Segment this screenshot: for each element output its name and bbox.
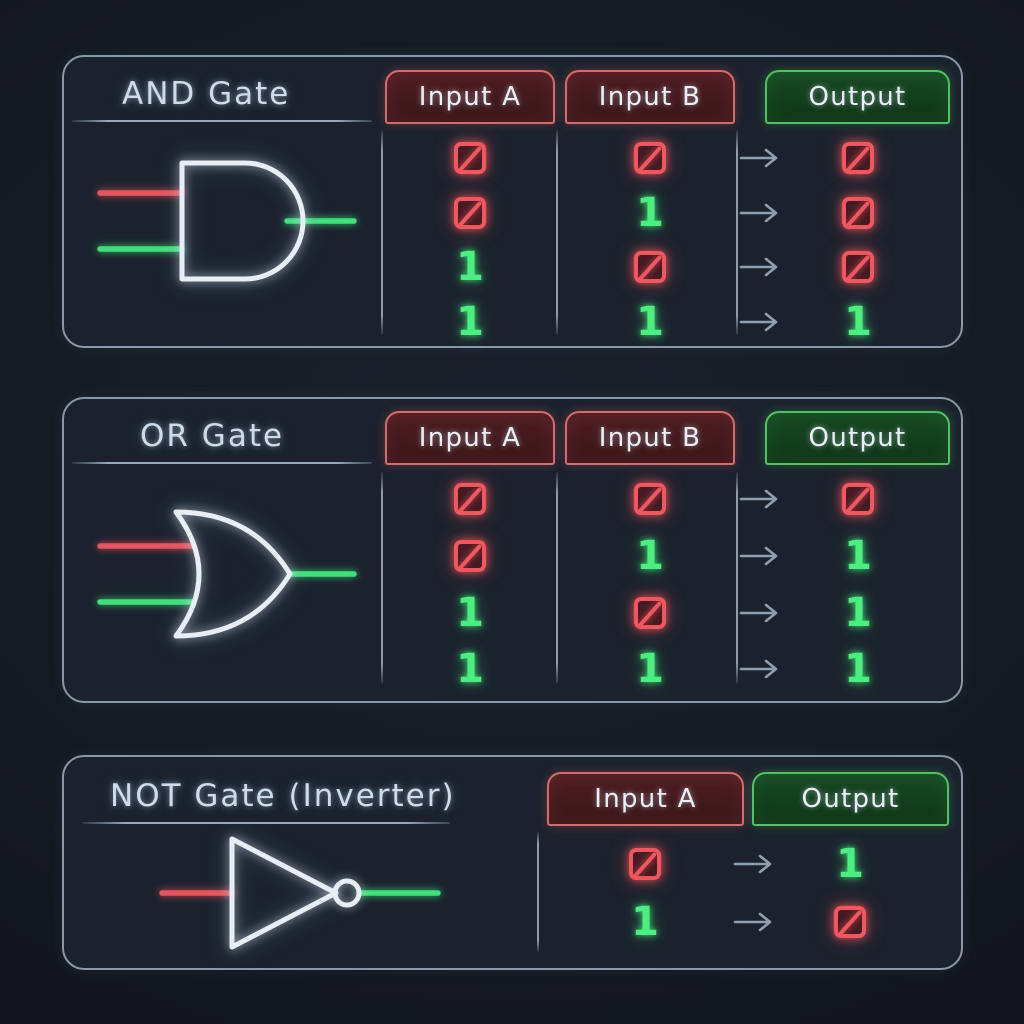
not-arrow-0 <box>731 853 777 875</box>
or-cell-a-1 <box>453 539 487 573</box>
and-gate-symbol <box>82 145 372 295</box>
and-cell-out-2 <box>841 250 875 284</box>
not-column-divider-1 <box>537 832 539 952</box>
and-cell-out-1 <box>841 196 875 230</box>
and-arrow-0 <box>737 147 783 169</box>
or-arrow-3 <box>737 658 783 680</box>
and-cell-a-2: 1 <box>456 244 484 290</box>
not-cell-a-0 <box>628 847 662 881</box>
and-cell-b-2 <box>633 250 667 284</box>
or-cell-a-2: 1 <box>456 590 484 636</box>
or-cell-out-0 <box>841 482 875 516</box>
and-cell-b-0 <box>633 141 667 175</box>
not-cell-out-0: 1 <box>836 841 864 887</box>
or-cell-a-3: 1 <box>456 646 484 692</box>
or-cell-a-0 <box>453 482 487 516</box>
and-arrow-2 <box>737 256 783 278</box>
or-header-input-a: Input A <box>385 411 555 465</box>
or-arrow-0 <box>737 488 783 510</box>
or-column-divider-3 <box>736 472 738 684</box>
not-header-input-a: Input A <box>547 772 744 826</box>
or-cell-b-0 <box>633 482 667 516</box>
or-cell-b-1: 1 <box>636 533 664 579</box>
not-title-divider <box>82 822 450 824</box>
and-header-output: Output <box>765 70 950 124</box>
or-arrow-1 <box>737 545 783 567</box>
and-cell-b-1: 1 <box>636 190 664 236</box>
or-gate-title: OR Gate <box>140 418 285 454</box>
or-cell-b-3: 1 <box>636 646 664 692</box>
or-column-divider-1 <box>381 472 383 684</box>
and-cell-a-1 <box>453 196 487 230</box>
not-header-output: Output <box>752 772 949 826</box>
and-cell-b-3: 1 <box>636 299 664 345</box>
and-arrow-3 <box>737 311 783 333</box>
not-gate-title: NOT Gate (Inverter) <box>110 778 456 814</box>
or-header-output: Output <box>765 411 950 465</box>
and-column-divider-2 <box>556 130 558 335</box>
and-cell-a-0 <box>453 141 487 175</box>
and-column-divider-1 <box>381 130 383 335</box>
not-cell-a-1: 1 <box>631 899 659 945</box>
and-gate-title: AND Gate <box>122 76 291 112</box>
and-column-divider-3 <box>736 130 738 335</box>
and-header-input-b: Input B <box>565 70 735 124</box>
not-arrow-1 <box>731 911 777 933</box>
or-column-divider-2 <box>556 472 558 684</box>
and-cell-a-3: 1 <box>456 299 484 345</box>
or-cell-out-1: 1 <box>844 533 872 579</box>
and-header-input-a: Input A <box>385 70 555 124</box>
not-cell-out-1 <box>833 905 867 939</box>
or-cell-b-2 <box>633 596 667 630</box>
or-cell-out-3: 1 <box>844 646 872 692</box>
or-gate-symbol <box>82 490 372 650</box>
or-cell-out-2: 1 <box>844 590 872 636</box>
or-header-input-b: Input B <box>565 411 735 465</box>
and-arrow-1 <box>737 202 783 224</box>
and-cell-out-3: 1 <box>844 299 872 345</box>
and-cell-out-0 <box>841 141 875 175</box>
or-arrow-2 <box>737 602 783 624</box>
or-title-divider <box>72 462 372 464</box>
and-title-divider <box>72 120 372 122</box>
not-gate-symbol <box>150 825 450 960</box>
